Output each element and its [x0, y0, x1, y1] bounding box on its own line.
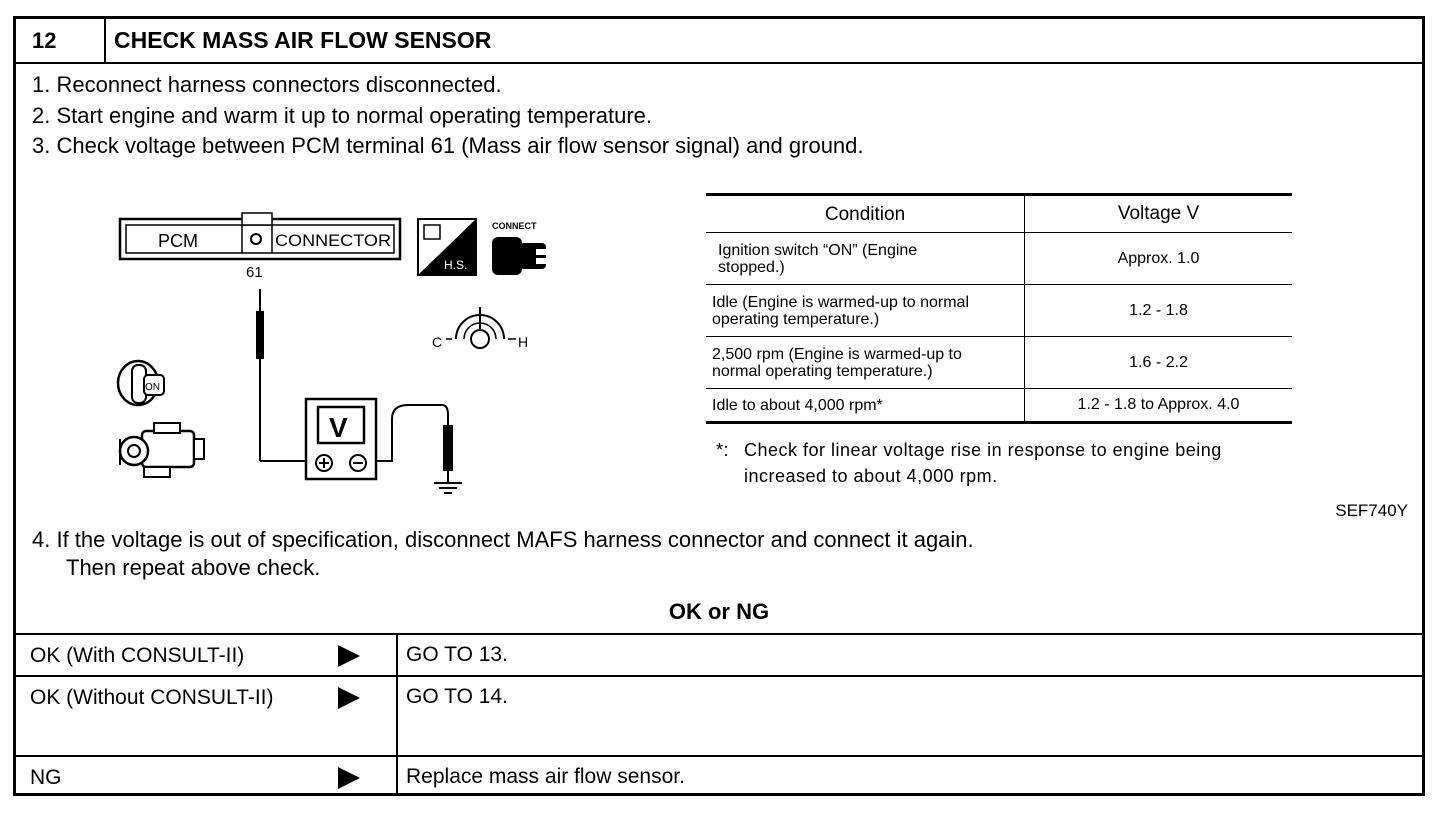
table-header-row: Condition Voltage V: [706, 194, 1292, 233]
table-row: 2,500 rpm (Engine is warmed-up to normal…: [706, 336, 1292, 389]
wiring-diagram: PCM CONNECTOR 61 H.S. CONNECT C: [116, 212, 550, 494]
table-cell-condition: Idle (Engine is warmed-up to normal oper…: [706, 284, 1025, 337]
condition-line: normal operating temperature.): [712, 362, 933, 380]
temp-hot-label: H: [518, 334, 528, 350]
arrow-right-icon: [338, 767, 360, 789]
result-condition: OK (Without CONSULT-II): [30, 686, 274, 709]
harness-side-icon: H.S.: [417, 218, 477, 276]
step-number: 12: [16, 19, 106, 62]
result-condition: OK (With CONSULT-II): [30, 644, 245, 667]
procedure-title: CHECK MASS AIR FLOW SENSOR: [114, 27, 492, 53]
table-row: Ignition switch “ON” (Engine stopped.) A…: [706, 232, 1292, 285]
step-2: 2. Start engine and warm it up to normal…: [32, 103, 653, 128]
condition-line: Idle to about 4,000 rpm*: [712, 396, 883, 414]
hs-label: H.S.: [444, 258, 467, 272]
temperature-gauge-icon: C H: [432, 307, 528, 350]
connector-label: CONNECTOR: [275, 231, 391, 250]
result-row: OK (Without CONSULT-II) GO TO 14.: [16, 675, 1422, 757]
table-cell-voltage: 1.2 - 1.8 to Approx. 4.0: [1024, 388, 1292, 423]
result-action: GO TO 14.: [406, 685, 508, 708]
probe-wires: [256, 289, 462, 494]
pcm-label: PCM: [158, 231, 198, 251]
temp-cold-label: C: [432, 334, 442, 350]
ignition-key-icon: ON: [116, 359, 165, 407]
result-action: GO TO 13.: [406, 643, 508, 666]
terminal-label: 61: [246, 264, 263, 281]
step-4: 4. If the voltage is out of specificatio…: [32, 527, 974, 552]
table-cell-voltage: 1.6 - 2.2: [1024, 336, 1292, 389]
table-footnote: *: Check for linear voltage rise in resp…: [716, 437, 1276, 489]
condition-line: Ignition switch “ON” (Engine: [718, 241, 918, 259]
table-cell-condition: 2,500 rpm (Engine is warmed-up to normal…: [706, 336, 1025, 389]
result-condition: NG: [30, 766, 62, 789]
column-divider: [396, 757, 398, 795]
step-4-continued: Then repeat above check.: [66, 555, 321, 580]
connect-label: CONNECT: [492, 221, 537, 231]
arrow-right-icon: [338, 687, 360, 709]
column-divider: [396, 677, 398, 757]
step-3: 3. Check voltage between PCM terminal 61…: [32, 133, 864, 158]
ok-ng-heading: OK or NG: [668, 599, 770, 624]
result-row: NG Replace mass air flow sensor.: [16, 755, 1422, 795]
footnote-text: Check for linear voltage rise in respons…: [744, 440, 1222, 486]
voltage-spec-table: Condition Voltage V Ignition switch “ON”…: [706, 193, 1292, 424]
table-cell-voltage: 1.2 - 1.8: [1024, 284, 1292, 337]
condition-line: Idle (Engine is warmed-up to normal: [712, 293, 970, 311]
figure-reference: SEF740Y: [1335, 501, 1408, 520]
table-cell-condition: Idle to about 4,000 rpm*: [706, 388, 1025, 423]
condition-line: stopped.): [718, 258, 785, 276]
header-voltage: Voltage V: [1024, 194, 1292, 233]
table-row: Idle to about 4,000 rpm* 1.2 - 1.8 to Ap…: [706, 388, 1292, 423]
connect-icon: CONNECT: [492, 221, 550, 275]
table-row: Idle (Engine is warmed-up to normal oper…: [706, 284, 1292, 337]
table-cell-condition: Ignition switch “ON” (Engine stopped.): [706, 232, 1025, 285]
result-action: Replace mass air flow sensor.: [406, 765, 685, 788]
header-condition: Condition: [706, 194, 1025, 233]
table-cell-voltage: Approx. 1.0: [1024, 232, 1292, 285]
arrow-right-icon: [338, 645, 360, 667]
condition-line: 2,500 rpm (Engine is warmed-up to: [712, 345, 962, 363]
procedure-header: 12 CHECK MASS AIR FLOW SENSOR: [16, 19, 1422, 64]
meter-label: V: [329, 412, 348, 443]
result-row: OK (With CONSULT-II) GO TO 13.: [16, 633, 1422, 677]
condition-line: operating temperature.): [712, 310, 880, 328]
engine-icon: [118, 422, 205, 478]
procedure-frame: 12 CHECK MASS AIR FLOW SENSOR 1. Reconne…: [13, 16, 1425, 796]
step-1: 1. Reconnect harness connectors disconne…: [32, 72, 502, 97]
footnote-marker: *:: [716, 440, 730, 460]
pcm-connector: PCM CONNECTOR 61: [118, 212, 402, 281]
column-divider: [396, 635, 398, 677]
key-on-label: ON: [145, 382, 160, 393]
voltmeter-icon: V: [304, 397, 378, 481]
